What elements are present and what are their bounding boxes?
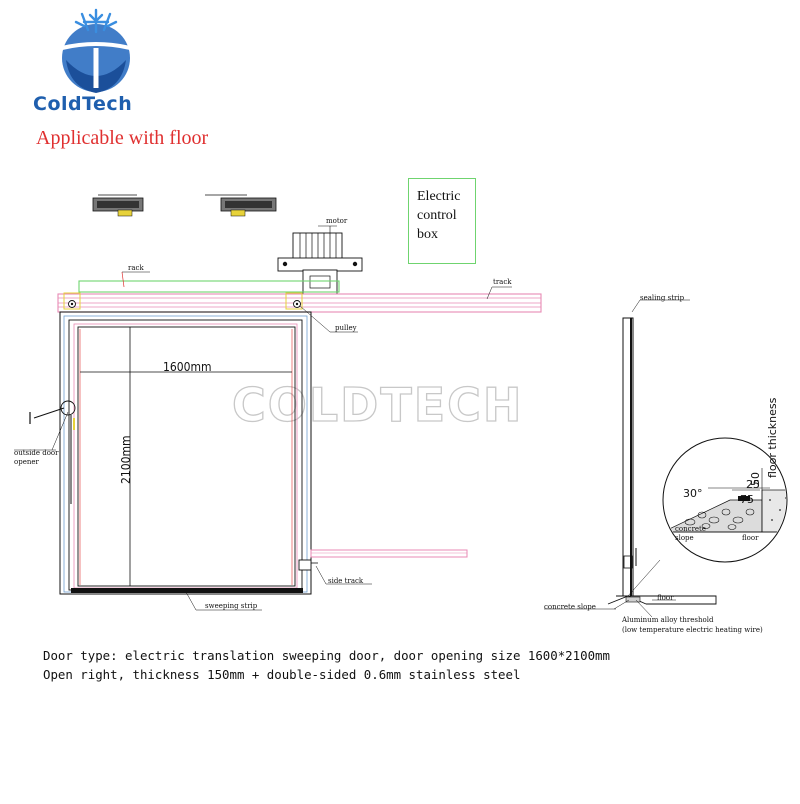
description-line-1: Door type: electric translation sweeping…	[43, 648, 610, 663]
brand-name: ColdTech	[33, 93, 133, 115]
snowflake-logo-icon	[61, 8, 131, 93]
electric-box-line-2: control	[417, 208, 457, 223]
side-track-label: side track	[328, 577, 364, 585]
floor-thickness-label: floor thickness	[766, 397, 779, 478]
motor-label: motor	[326, 217, 348, 225]
sealing-section-right	[205, 194, 277, 217]
pulley-label: pulley	[335, 324, 357, 332]
floor-label: floor	[657, 594, 674, 602]
dim-75: 75	[740, 493, 754, 506]
track-label: track	[493, 278, 512, 286]
angle-label: 30°	[683, 487, 703, 500]
threshold-label-2: (low temperature electric heating wire)	[622, 626, 763, 634]
electric-box-line-1: Electric	[417, 189, 461, 204]
electric-control-box: Electric control box	[408, 178, 476, 264]
threshold-label-1: Aluminum alloy threshold	[621, 616, 714, 624]
outside-opener-label-1: outside door	[14, 449, 59, 457]
width-dimension: 1600mm	[163, 360, 212, 374]
pulley-right	[285, 292, 303, 310]
electric-box-line-3: box	[417, 227, 438, 242]
floor-detail-label: floor	[742, 534, 759, 542]
dim-50: 50	[749, 472, 762, 486]
concrete-detail-label-2: slope	[675, 534, 694, 542]
height-dimension: 2100mm	[119, 435, 133, 484]
rack-label: rack	[128, 264, 144, 272]
pulley-left	[63, 292, 81, 310]
rack-bar	[78, 280, 340, 293]
page-subtitle: Applicable with floor	[36, 127, 209, 149]
door-leaf	[59, 311, 312, 595]
sweeping-strip-bar	[71, 588, 303, 593]
watermark-text: COLDTECH	[232, 378, 523, 432]
sweeping-strip-label: sweeping strip	[205, 602, 258, 610]
door-description: Door type: electric translation sweeping…	[43, 646, 610, 684]
sealing-section-left	[92, 194, 144, 217]
motor	[277, 225, 363, 295]
floor-detail	[662, 437, 788, 563]
outside-opener-label-2: opener	[14, 458, 39, 466]
side-track	[298, 549, 468, 571]
description-line-2: Open right, thickness 150mm + double-sid…	[43, 667, 521, 682]
concrete-detail-label-1: concrete	[675, 525, 706, 533]
sealing-strip-label: sealing strip	[640, 294, 685, 302]
outside-door-opener	[29, 400, 76, 504]
concrete-slope-label: concrete slope	[544, 603, 596, 611]
dim-25: 25	[746, 478, 760, 491]
